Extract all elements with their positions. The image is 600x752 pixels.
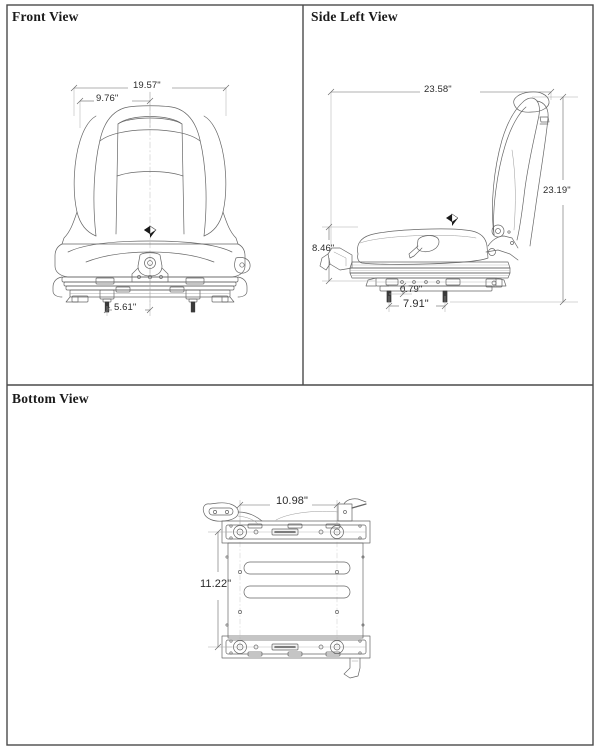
dim-label-front-overall-width: 19.57" <box>133 80 161 91</box>
front-view-drawing <box>52 91 251 313</box>
front-view-dimension-lines <box>70 84 230 316</box>
dim-label-front-backrest-width: 9.76" <box>96 93 119 104</box>
panel-title-bottom-view: Bottom View <box>12 391 89 406</box>
dim-label-front-mount-width: 5.61" <box>114 302 137 313</box>
dim-label-side-mount-depth: 7.91" <box>403 298 429 310</box>
dim-label-side-overall-height: 23.19" <box>543 185 571 196</box>
panel-title-side-left-view: Side Left View <box>311 9 398 24</box>
bottom-view-dimension-lines <box>208 500 341 651</box>
side-view-dimension-lines <box>322 88 578 312</box>
panel-title-front-view: Front View <box>12 9 79 24</box>
dim-label-bottom-mount-span-width: 10.98" <box>276 495 309 507</box>
sheet-border <box>6 4 594 746</box>
dim-label-bottom-mount-span-length: 11.22" <box>200 578 232 590</box>
front-cog-marker <box>144 225 157 238</box>
side-left-view-drawing <box>319 91 550 303</box>
dim-label-side-overall-depth: 23.58" <box>424 84 452 95</box>
dim-label-side-cushion-height: 8.46" <box>312 243 335 254</box>
dim-label-side-stud-height: 0.79" <box>400 284 423 295</box>
bottom-view-drawing <box>202 498 371 679</box>
side-cog-marker <box>446 213 459 226</box>
front-mount-stud-right <box>185 289 201 313</box>
